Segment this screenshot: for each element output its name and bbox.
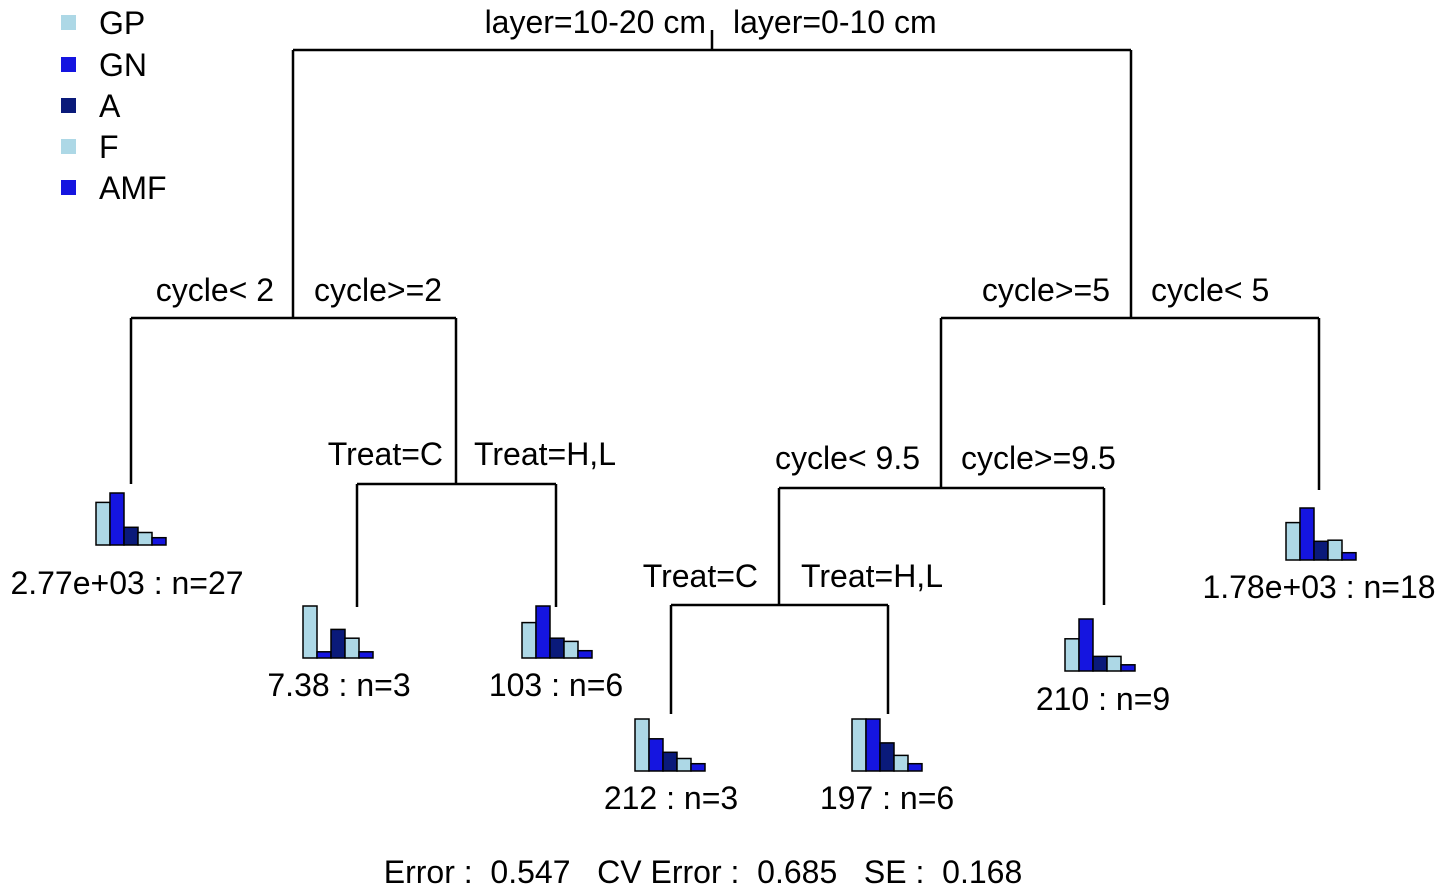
edge-right-left-left [669, 603, 890, 714]
leaf-label: 1.78e+03 : n=18 [1202, 569, 1435, 605]
legend: GP GN A F AMF [61, 5, 167, 206]
leaf-bar-a [330, 628, 346, 659]
split-label-root-left: layer=10-20 cm [485, 4, 706, 40]
split-label-left-right-right: Treat=H,L [474, 436, 616, 472]
leaf-bar-amf [1341, 551, 1357, 561]
leaf-node-5: 197 : n=6 [820, 718, 954, 816]
leaf-bar-group [1285, 507, 1357, 561]
split-right-left-left: Treat=C Treat=H,L [643, 558, 943, 714]
legend-label-gn: GN [99, 47, 147, 83]
leaf-bar-gp [634, 718, 650, 772]
leaf-bar-a [662, 751, 678, 772]
legend-swatch-gn [61, 57, 76, 72]
split-label-left-right: cycle>=2 [314, 272, 442, 308]
legend-label-a: A [99, 88, 121, 124]
legend-swatch-f [61, 139, 76, 154]
leaf-node-7: 1.78e+03 : n=18 [1202, 507, 1436, 605]
leaf-bar-amf [690, 762, 706, 772]
split-right: cycle>=5 cycle< 5 [939, 272, 1321, 490]
leaf-bar-a [1092, 655, 1108, 672]
split-label-left-right-left: Treat=C [328, 436, 443, 472]
edge-left-right [355, 482, 558, 607]
edge-right [939, 316, 1321, 490]
leaf-label: 197 : n=6 [820, 780, 954, 816]
split-left-right: Treat=C Treat=H,L [328, 436, 616, 607]
leaf-bar-group [1064, 618, 1136, 672]
legend-label-amf: AMF [99, 170, 167, 206]
leaf-bar-a [549, 637, 565, 659]
leaf-bar-group [634, 718, 706, 772]
split-label-right-left-left: cycle< 9.5 [775, 440, 920, 476]
leaf-bar-gp [851, 718, 867, 772]
legend-label-f: F [99, 129, 119, 165]
leaf-bar-a [123, 526, 139, 546]
leaf-bar-gn [535, 605, 551, 659]
split-left: cycle< 2 cycle>=2 [129, 272, 458, 484]
leaf-bar-gp [302, 605, 318, 659]
split-label-right-left-right: cycle>=9.5 [961, 440, 1116, 476]
leaf-bar-f [1327, 539, 1343, 561]
leaf-bar-gn [316, 651, 332, 659]
legend-swatch-amf [61, 180, 76, 195]
leaf-bar-a [1313, 540, 1329, 561]
leaf-bar-f [1106, 655, 1122, 672]
edge-root [291, 30, 1133, 318]
leaf-bar-f [137, 531, 153, 546]
leaf-bar-group [95, 492, 167, 546]
leaf-bar-gn [648, 738, 664, 772]
edge-left [129, 316, 458, 484]
leaf-bar-gp [1064, 638, 1080, 672]
leaf-bar-gp [95, 501, 111, 546]
legend-swatch-gp [61, 15, 76, 30]
leaf-bar-gn [109, 492, 125, 546]
legend-label-gp: GP [99, 5, 145, 41]
split-label-right-left-left-left: Treat=C [643, 558, 758, 594]
leaf-node-4: 212 : n=3 [604, 718, 738, 816]
leaf-bar-amf [151, 536, 167, 546]
leaf-bar-gn [865, 718, 881, 772]
leaf-bar-gn [1299, 507, 1315, 561]
split-label-right-right: cycle< 5 [1151, 272, 1269, 308]
leaf-bar-gp [521, 621, 537, 659]
split-label-right-left-left-right: Treat=H,L [801, 558, 943, 594]
legend-swatch-a [61, 98, 76, 113]
leaf-bar-f [893, 754, 909, 772]
leaf-label: 2.77e+03 : n=27 [10, 565, 243, 601]
leaf-bar-gn [1078, 618, 1094, 672]
leaf-label: 7.38 : n=3 [267, 667, 410, 703]
leaf-label: 103 : n=6 [489, 667, 623, 703]
split-root: layer=10-20 cm layer=0-10 cm [291, 4, 1133, 318]
edge-right-left [777, 486, 1106, 605]
split-label-root-right: layer=0-10 cm [733, 4, 937, 40]
leaf-node-2: 7.38 : n=3 [267, 605, 411, 703]
leaf-label: 212 : n=3 [604, 780, 738, 816]
leaf-bar-f [676, 757, 692, 772]
leaf-node-3: 103 : n=6 [489, 605, 623, 703]
error-summary: Error : 0.547 CV Error : 0.685 SE : 0.16… [384, 854, 1023, 888]
leaf-bar-a [879, 742, 895, 772]
leaf-bar-amf [1120, 664, 1136, 672]
leaf-bar-group [851, 718, 923, 772]
leaf-node-6: 210 : n=9 [1036, 618, 1170, 717]
leaf-bar-amf [577, 649, 593, 659]
leaf-bar-f [563, 640, 579, 659]
leaf-label: 210 : n=9 [1036, 681, 1170, 717]
leaf-bar-amf [358, 651, 374, 659]
split-label-left-left: cycle< 2 [156, 272, 274, 308]
split-right-left: cycle< 9.5 cycle>=9.5 [775, 440, 1116, 605]
leaf-bar-amf [907, 762, 923, 772]
leaf-bar-f [344, 637, 360, 659]
leaf-node-1: 2.77e+03 : n=27 [10, 492, 244, 601]
split-label-right-left: cycle>=5 [982, 272, 1110, 308]
leaf-bar-group [302, 605, 374, 659]
leaf-bar-group [521, 605, 593, 659]
leaf-bar-gp [1285, 521, 1301, 561]
